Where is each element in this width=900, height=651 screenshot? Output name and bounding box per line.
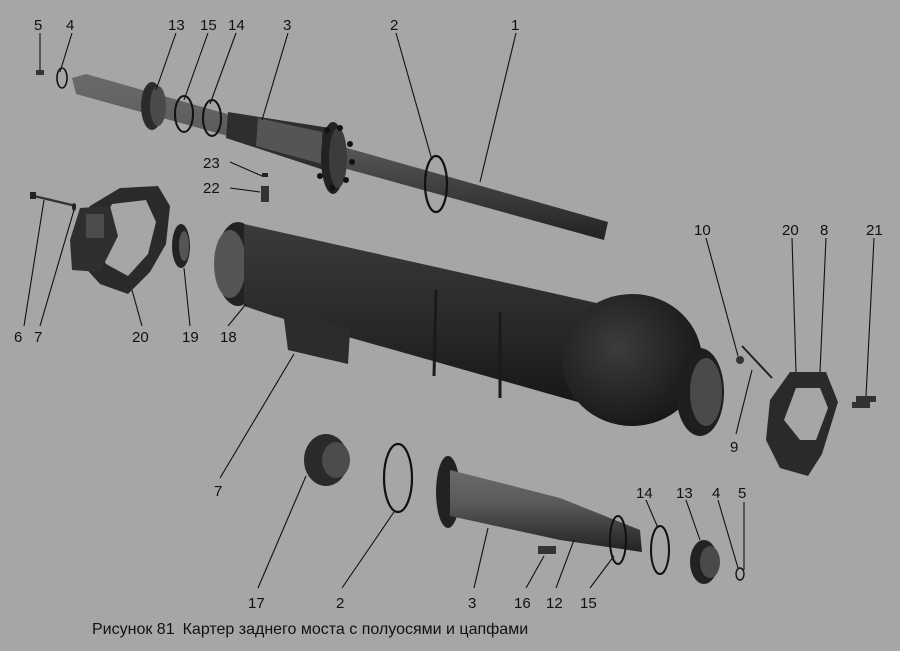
callout-3: 3 xyxy=(283,17,291,34)
callout-4: 4 xyxy=(66,17,74,34)
upper-axle-shaft xyxy=(36,67,608,240)
callout-6: 6 xyxy=(14,329,22,346)
callout-14-lower: 14 xyxy=(636,485,653,502)
callout-20: 20 xyxy=(132,329,149,346)
callout-7: 7 xyxy=(34,329,42,346)
figure-title: Картер заднего моста с полуосями и цапфа… xyxy=(182,621,529,638)
right-brake-support xyxy=(736,345,876,476)
callout-2: 2 xyxy=(390,17,398,34)
callout-5-lower: 5 xyxy=(738,485,746,502)
callout-9: 9 xyxy=(730,439,738,456)
callout-16: 16 xyxy=(514,595,531,612)
callout-15-lower: 15 xyxy=(580,595,597,612)
leader-lines xyxy=(23,32,875,589)
callout-4-lower: 4 xyxy=(712,485,720,502)
left-brake-support xyxy=(70,186,190,294)
callout-17: 17 xyxy=(248,595,265,612)
figure-number: Рисунок 81 xyxy=(92,621,175,638)
callout-18: 18 xyxy=(220,329,237,346)
callout-8: 8 xyxy=(820,222,828,239)
callout-19: 19 xyxy=(182,329,199,346)
axle-housing xyxy=(214,222,724,436)
figure-caption: Рисунок 81 Картер заднего моста с полуося… xyxy=(92,621,528,639)
callout-20-right: 20 xyxy=(782,222,799,239)
callout-3-lower: 3 xyxy=(468,595,476,612)
lower-axle-shaft xyxy=(304,434,745,584)
callout-23: 23 xyxy=(203,155,220,172)
callout-2-lower: 2 xyxy=(336,595,344,612)
callout-numbers: 5 4 13 15 14 3 2 1 23 22 6 7 20 19 18 10… xyxy=(14,17,883,612)
callout-22: 22 xyxy=(203,180,220,197)
callout-10: 10 xyxy=(694,222,711,239)
callout-5: 5 xyxy=(34,17,42,34)
callout-1: 1 xyxy=(511,17,519,34)
callout-12: 12 xyxy=(546,595,563,612)
callout-13: 13 xyxy=(168,17,185,34)
callout-14: 14 xyxy=(228,17,245,34)
callout-13-lower: 13 xyxy=(676,485,693,502)
callout-7-lower: 7 xyxy=(214,483,222,500)
small-fasteners-upper xyxy=(30,173,269,211)
callout-21: 21 xyxy=(866,222,883,239)
callout-15: 15 xyxy=(200,17,217,34)
